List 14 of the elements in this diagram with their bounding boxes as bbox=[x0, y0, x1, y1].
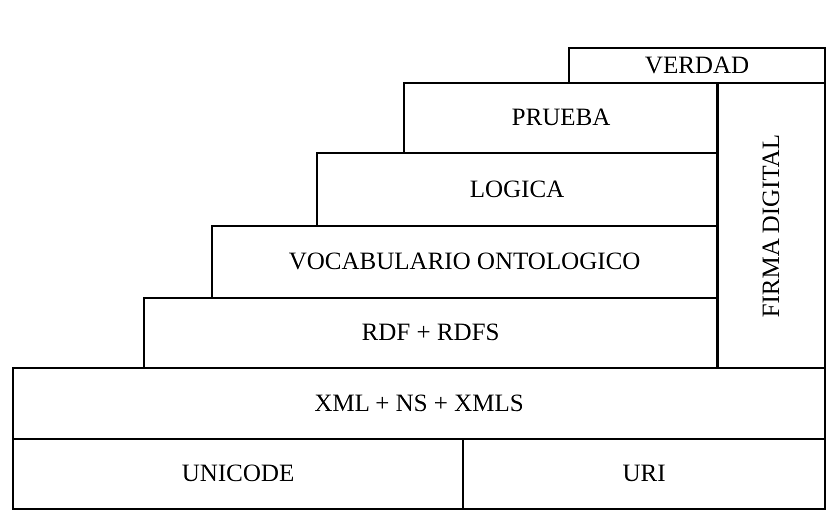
layer-label: VERDAD bbox=[644, 52, 750, 80]
layer-box bbox=[462, 438, 826, 510]
layer-label: VOCABULARIO ONTOLOGICO bbox=[288, 248, 640, 276]
layer-label: PRUEBA bbox=[512, 104, 610, 132]
layer-label: UNICODE bbox=[182, 460, 294, 488]
layer-label: RDF + RDFS bbox=[362, 319, 500, 347]
layer-label: XML + NS + XMLS bbox=[314, 390, 524, 418]
layer-label: LOGICA bbox=[470, 176, 564, 204]
layer-box bbox=[12, 438, 464, 510]
layer-label: URI bbox=[622, 460, 666, 488]
layer-box bbox=[12, 367, 826, 440]
side-band bbox=[716, 82, 826, 369]
layer-box bbox=[568, 47, 826, 84]
layer-label: FIRMA DIGITAL bbox=[758, 134, 786, 318]
